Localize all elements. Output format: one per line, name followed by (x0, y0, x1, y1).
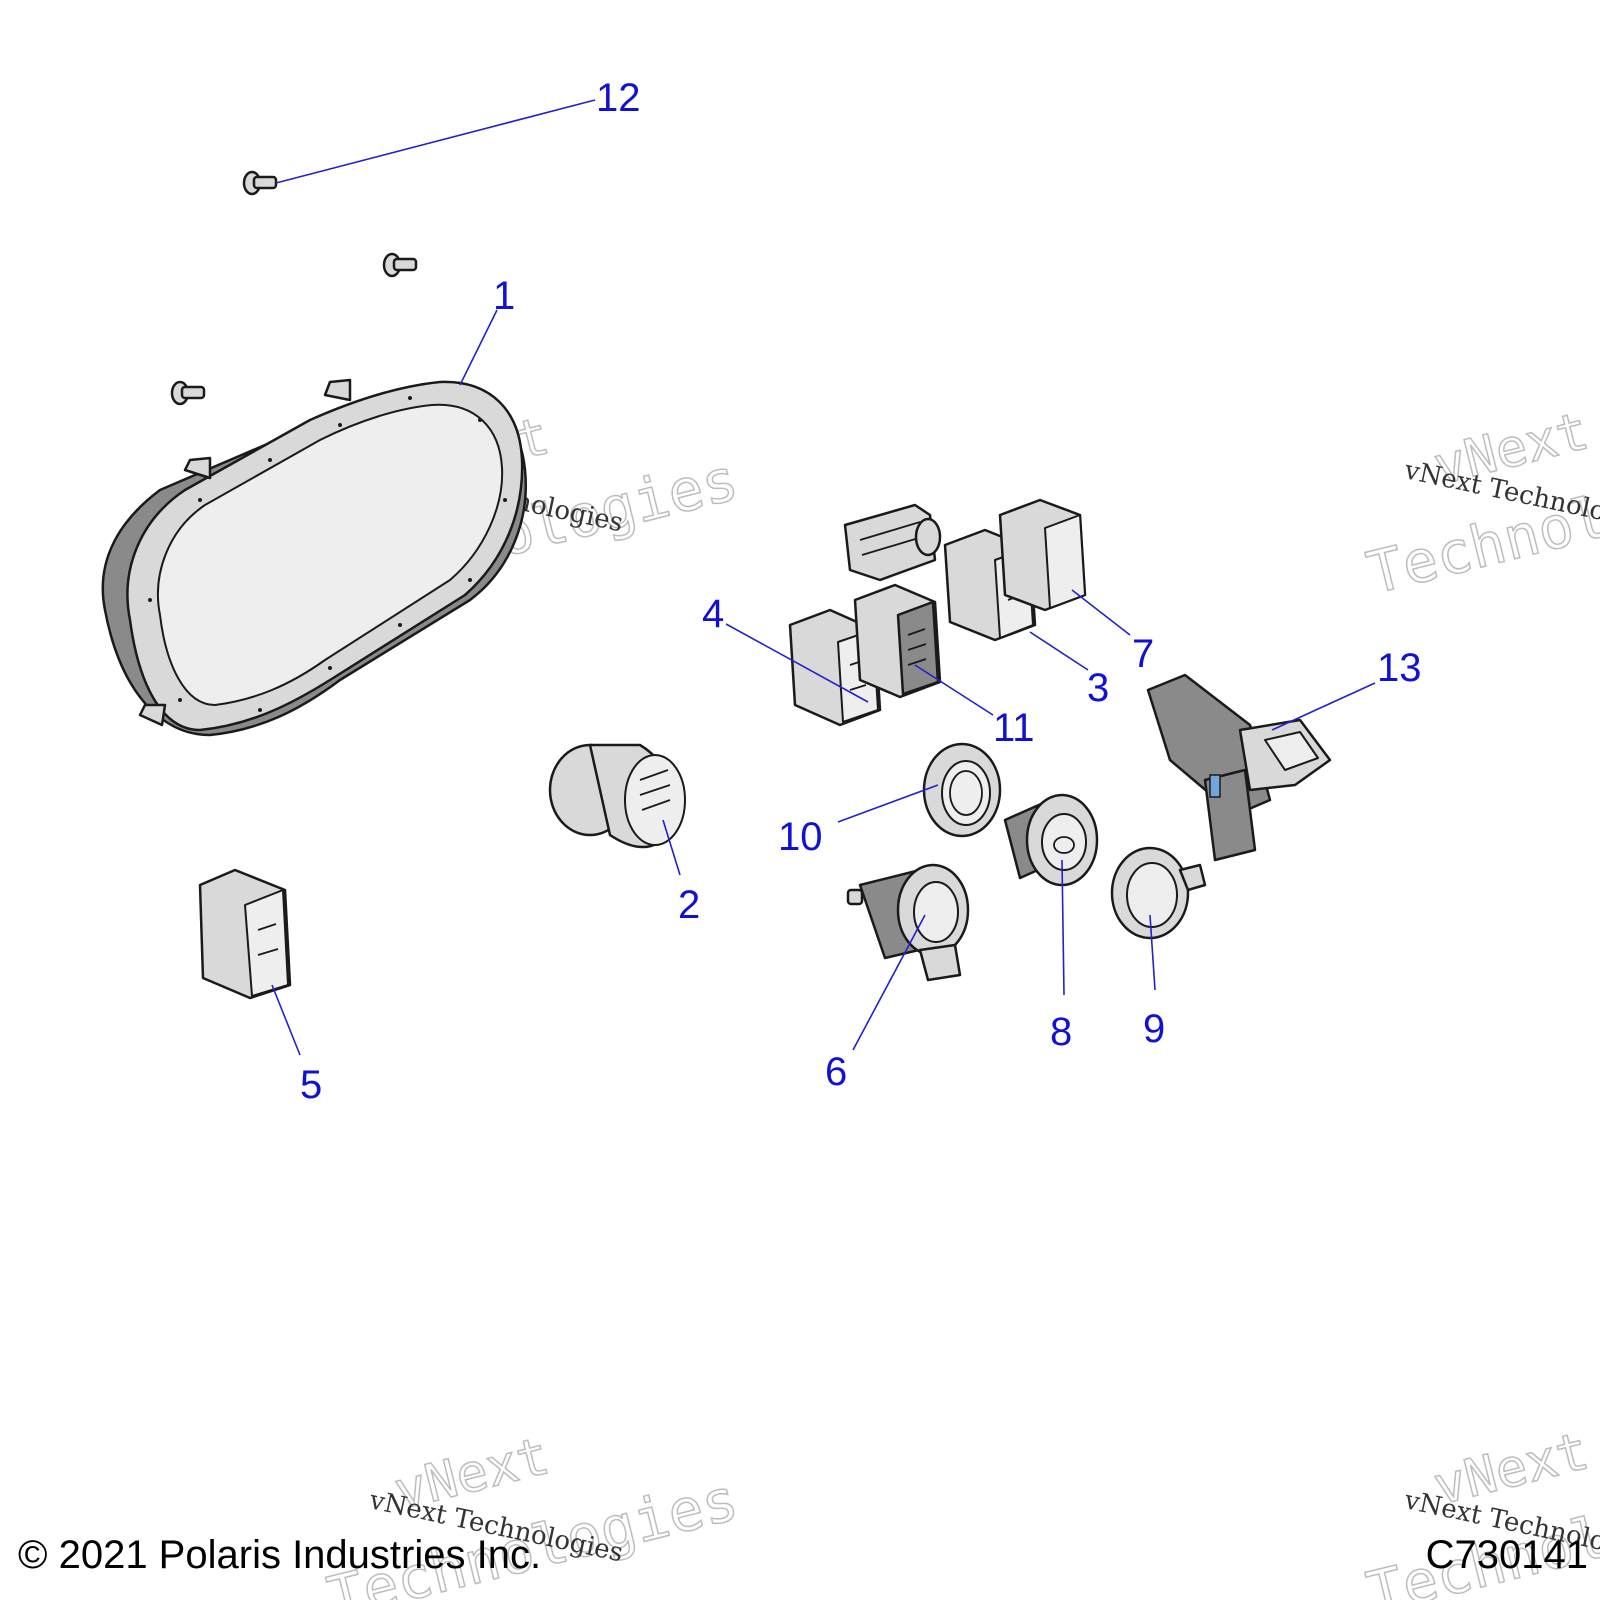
screw-part (242, 170, 278, 196)
bezel-nut-part (922, 742, 1002, 838)
callout-7: 7 (1132, 632, 1154, 676)
power-socket-6-part (846, 863, 970, 982)
callout-1: 1 (493, 274, 515, 318)
power-outlet-8-part (1003, 793, 1099, 887)
outlet-cap-part (1110, 846, 1207, 940)
rocker-switch-5-part (198, 868, 292, 1000)
instrument-cluster-part (101, 378, 527, 737)
callout-3: 3 (1087, 666, 1109, 710)
callout-9: 9 (1143, 1007, 1165, 1051)
copyright-text: © 2021 Polaris Industries Inc. (18, 1533, 541, 1577)
leader-lines (271, 99, 1376, 1056)
callout-8: 8 (1050, 1010, 1072, 1054)
callout-12: 12 (596, 76, 641, 120)
rocker-switch-7-part (998, 498, 1087, 612)
screw-part (170, 380, 206, 406)
hand-grip-part (1146, 673, 1332, 862)
cluster-rim-dots (148, 396, 507, 712)
callout-10: 10 (778, 815, 823, 859)
callout-11: 11 (993, 706, 1035, 750)
rocker-switch-11-part (853, 583, 942, 699)
screw-part (382, 252, 418, 278)
connector-part (843, 503, 942, 582)
callout-6: 6 (825, 1050, 847, 1094)
callout-4: 4 (702, 592, 724, 636)
callout-2: 2 (678, 883, 700, 927)
ignition-switch-part (548, 743, 686, 849)
callout-13: 13 (1377, 646, 1422, 690)
diagram-code: C730141 (1426, 1533, 1588, 1577)
callout-5: 5 (300, 1063, 322, 1107)
